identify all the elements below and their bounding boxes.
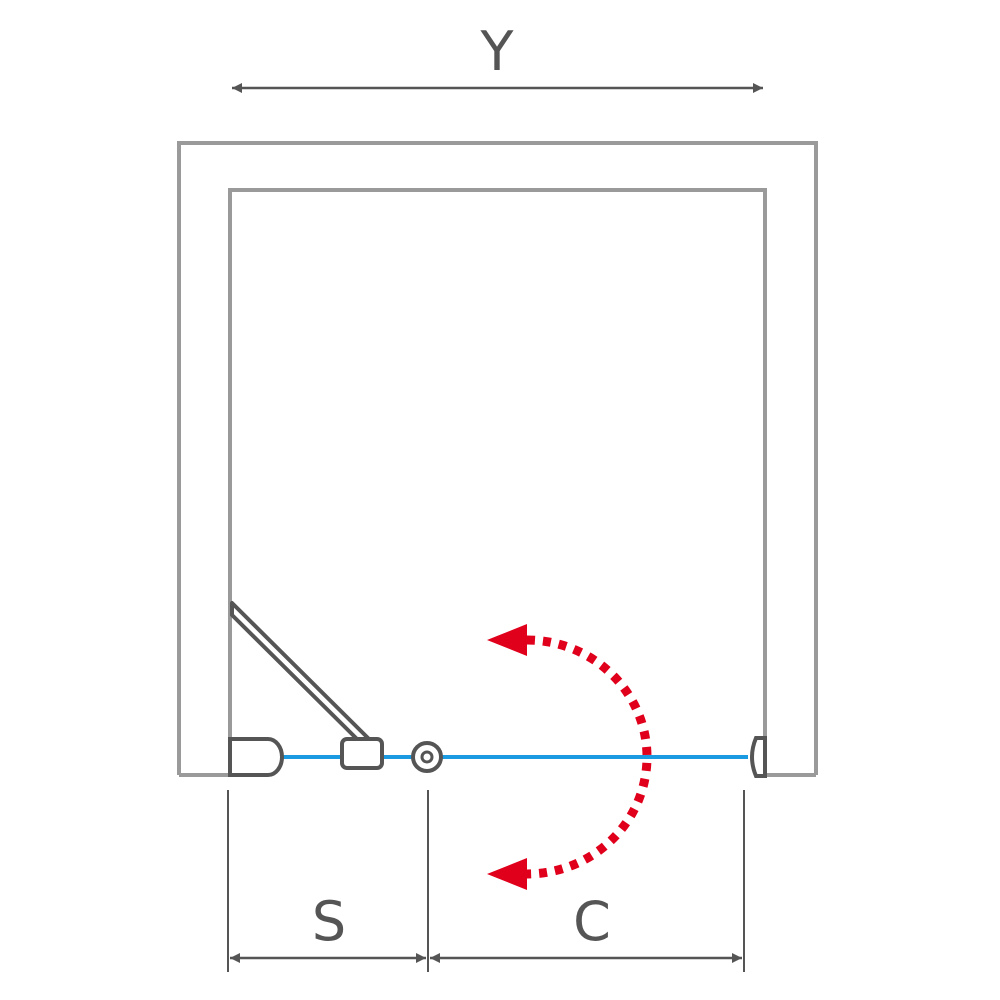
right-wall-profile-icon [750, 736, 767, 778]
width-label: Y [480, 20, 515, 83]
outer-wall [177, 141, 818, 775]
door-opening-label: C [573, 890, 611, 953]
swing-direction-arrows [487, 624, 652, 890]
fixed-panel-label: S [312, 890, 346, 953]
folded-panel [230, 601, 374, 744]
wall-profile-icon [228, 737, 284, 777]
hinge-icon [340, 737, 384, 770]
inner-wall [228, 188, 767, 775]
pivot-inner [420, 750, 434, 764]
